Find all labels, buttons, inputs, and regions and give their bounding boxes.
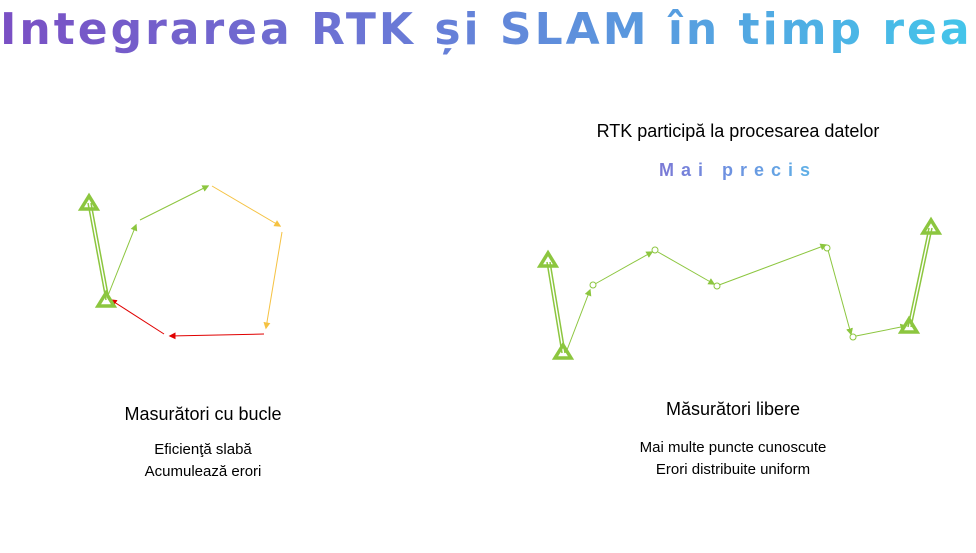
loop-caption-title: Masurători cu bucle <box>124 404 282 424</box>
control-baseline <box>907 227 930 328</box>
traverse-point <box>713 282 721 290</box>
traverse-leg <box>657 251 716 285</box>
traverse-leg <box>594 251 654 285</box>
traverse-point <box>849 333 857 341</box>
precision-emphasis: Mai precis <box>578 160 898 181</box>
traverse-point <box>589 281 597 289</box>
control-point-triangle <box>94 289 118 308</box>
loop-note: Eficienţă slabă <box>154 441 252 458</box>
free-caption: Măsurători libere Mai multe puncte cunos… <box>560 399 906 478</box>
traverse-point <box>823 244 831 252</box>
loop-leg <box>168 332 265 340</box>
loop-note: Acumulează erori <box>144 463 262 480</box>
control-baseline <box>87 202 107 301</box>
loop-caption: Masurători cu bucle Eficienţă slabă Acum… <box>60 404 346 480</box>
control-baseline <box>549 261 566 354</box>
control-baseline <box>910 227 933 328</box>
free-note: Mai multe puncte cunoscute <box>639 439 827 456</box>
loop-leg <box>263 231 283 330</box>
control-point-triangle <box>551 341 575 360</box>
loop-leg <box>211 185 282 227</box>
loop-leg <box>109 299 165 335</box>
loop-leg <box>106 223 138 299</box>
control-baseline <box>90 202 110 301</box>
control-point-triangle <box>919 216 943 235</box>
control-point-triangle <box>897 315 921 334</box>
control-point-triangle <box>77 192 101 211</box>
free-note: Erori distribuite uniform <box>655 461 811 478</box>
traverse-leg <box>566 288 592 351</box>
control-baseline <box>546 261 563 354</box>
traverse-leg <box>827 249 853 336</box>
loop-leg <box>139 185 210 221</box>
loop-traverse <box>77 185 283 340</box>
traverse-leg <box>718 243 828 286</box>
free-caption-title: Măsurători libere <box>665 399 801 419</box>
slide-title: Integrarea RTK și SLAM în timp real <box>0 4 976 55</box>
control-point-triangle <box>536 249 560 268</box>
traverse-leg <box>855 323 908 337</box>
rtk-heading: RTK participă la procesarea datelor <box>596 121 880 141</box>
traverse-point <box>651 246 659 254</box>
open-traverse <box>536 216 943 360</box>
